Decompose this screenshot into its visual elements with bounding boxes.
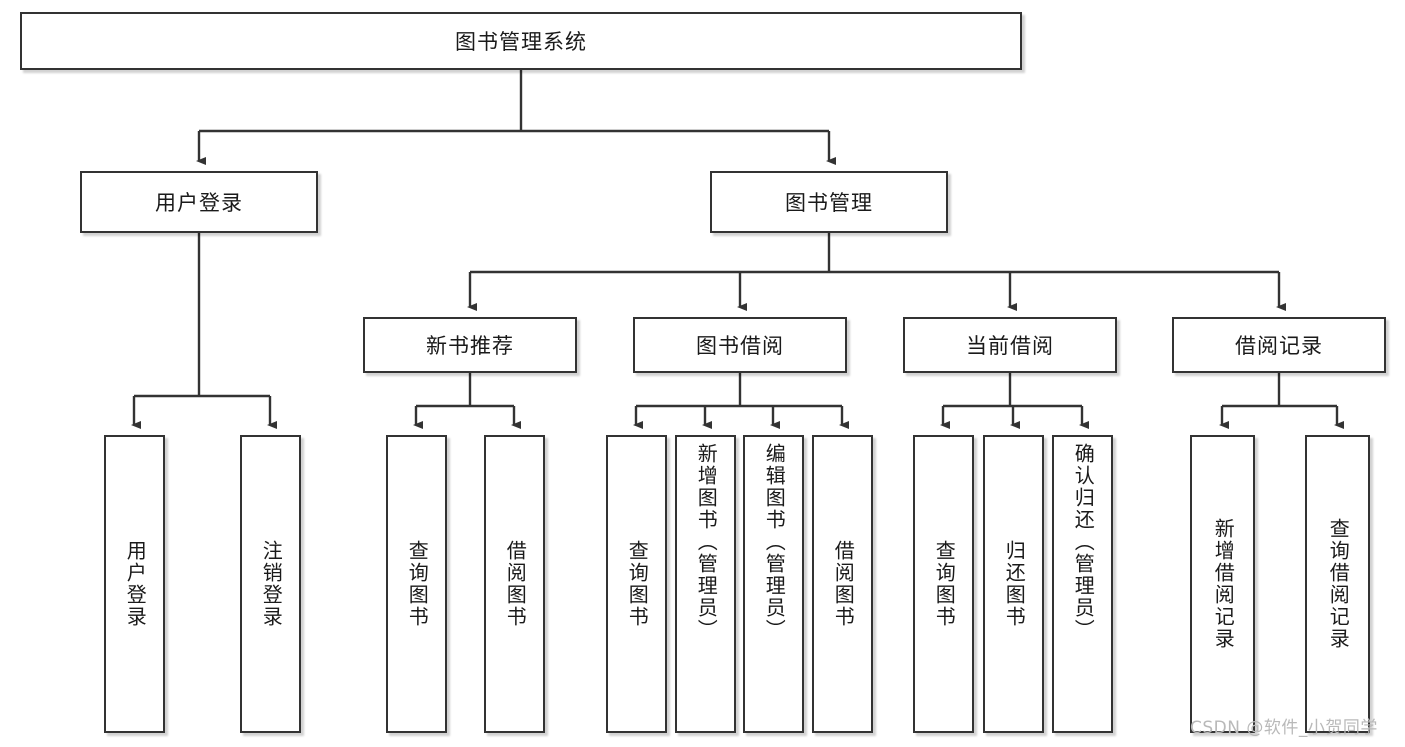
node-leaf-edit-book-label: 编辑图书（管理员）	[762, 443, 787, 641]
node-leaf-logout[interactable]: 注销登录	[240, 435, 301, 733]
node-leaf-add-record[interactable]: 新增借阅记录	[1190, 435, 1255, 733]
node-leaf-borrow-book-2[interactable]: 借阅图书	[812, 435, 873, 733]
node-user-login-label: 用户登录	[155, 191, 243, 215]
node-leaf-confirm-return[interactable]: 确认归还（管理员）	[1052, 435, 1113, 733]
node-leaf-query-record-label: 查询借阅记录	[1326, 518, 1351, 650]
node-current-borrow[interactable]: 当前借阅	[903, 317, 1117, 373]
node-leaf-query-book-2[interactable]: 查询图书	[606, 435, 667, 733]
node-root-label: 图书管理系统	[455, 30, 587, 54]
node-book-borrow[interactable]: 图书借阅	[633, 317, 847, 373]
node-current-borrow-label: 当前借阅	[966, 334, 1054, 358]
node-leaf-return-book-label: 归还图书	[1002, 540, 1027, 628]
node-borrow-record-label: 借阅记录	[1235, 334, 1323, 358]
node-new-book-recommend[interactable]: 新书推荐	[363, 317, 577, 373]
node-leaf-add-book-label: 新增图书（管理员）	[694, 443, 719, 641]
node-book-manage[interactable]: 图书管理	[710, 171, 948, 233]
node-leaf-add-book[interactable]: 新增图书（管理员）	[675, 435, 736, 733]
node-leaf-borrow-book-1[interactable]: 借阅图书	[484, 435, 545, 733]
node-borrow-record[interactable]: 借阅记录	[1172, 317, 1386, 373]
node-leaf-user-login[interactable]: 用户登录	[104, 435, 165, 733]
node-leaf-query-book-3-label: 查询图书	[932, 540, 957, 628]
node-book-manage-label: 图书管理	[785, 191, 873, 215]
node-root[interactable]: 图书管理系统	[20, 12, 1022, 70]
watermark-text: CSDN @软件_小贺同学	[1190, 718, 1378, 738]
node-leaf-query-record[interactable]: 查询借阅记录	[1305, 435, 1370, 733]
node-leaf-query-book-1-label: 查询图书	[405, 540, 430, 628]
node-leaf-borrow-book-1-label: 借阅图书	[503, 540, 528, 628]
node-book-borrow-label: 图书借阅	[696, 334, 784, 358]
node-leaf-query-book-2-label: 查询图书	[625, 540, 650, 628]
node-leaf-borrow-book-2-label: 借阅图书	[831, 540, 856, 628]
node-leaf-edit-book[interactable]: 编辑图书（管理员）	[743, 435, 804, 733]
node-leaf-add-record-label: 新增借阅记录	[1211, 518, 1236, 650]
node-leaf-query-book-3[interactable]: 查询图书	[913, 435, 974, 733]
node-new-book-recommend-label: 新书推荐	[426, 334, 514, 358]
node-leaf-query-book-1[interactable]: 查询图书	[386, 435, 447, 733]
node-leaf-user-login-label: 用户登录	[123, 540, 148, 628]
node-leaf-logout-label: 注销登录	[259, 540, 284, 628]
node-leaf-return-book[interactable]: 归还图书	[983, 435, 1044, 733]
node-user-login[interactable]: 用户登录	[80, 171, 318, 233]
node-leaf-confirm-return-label: 确认归还（管理员）	[1071, 443, 1096, 641]
